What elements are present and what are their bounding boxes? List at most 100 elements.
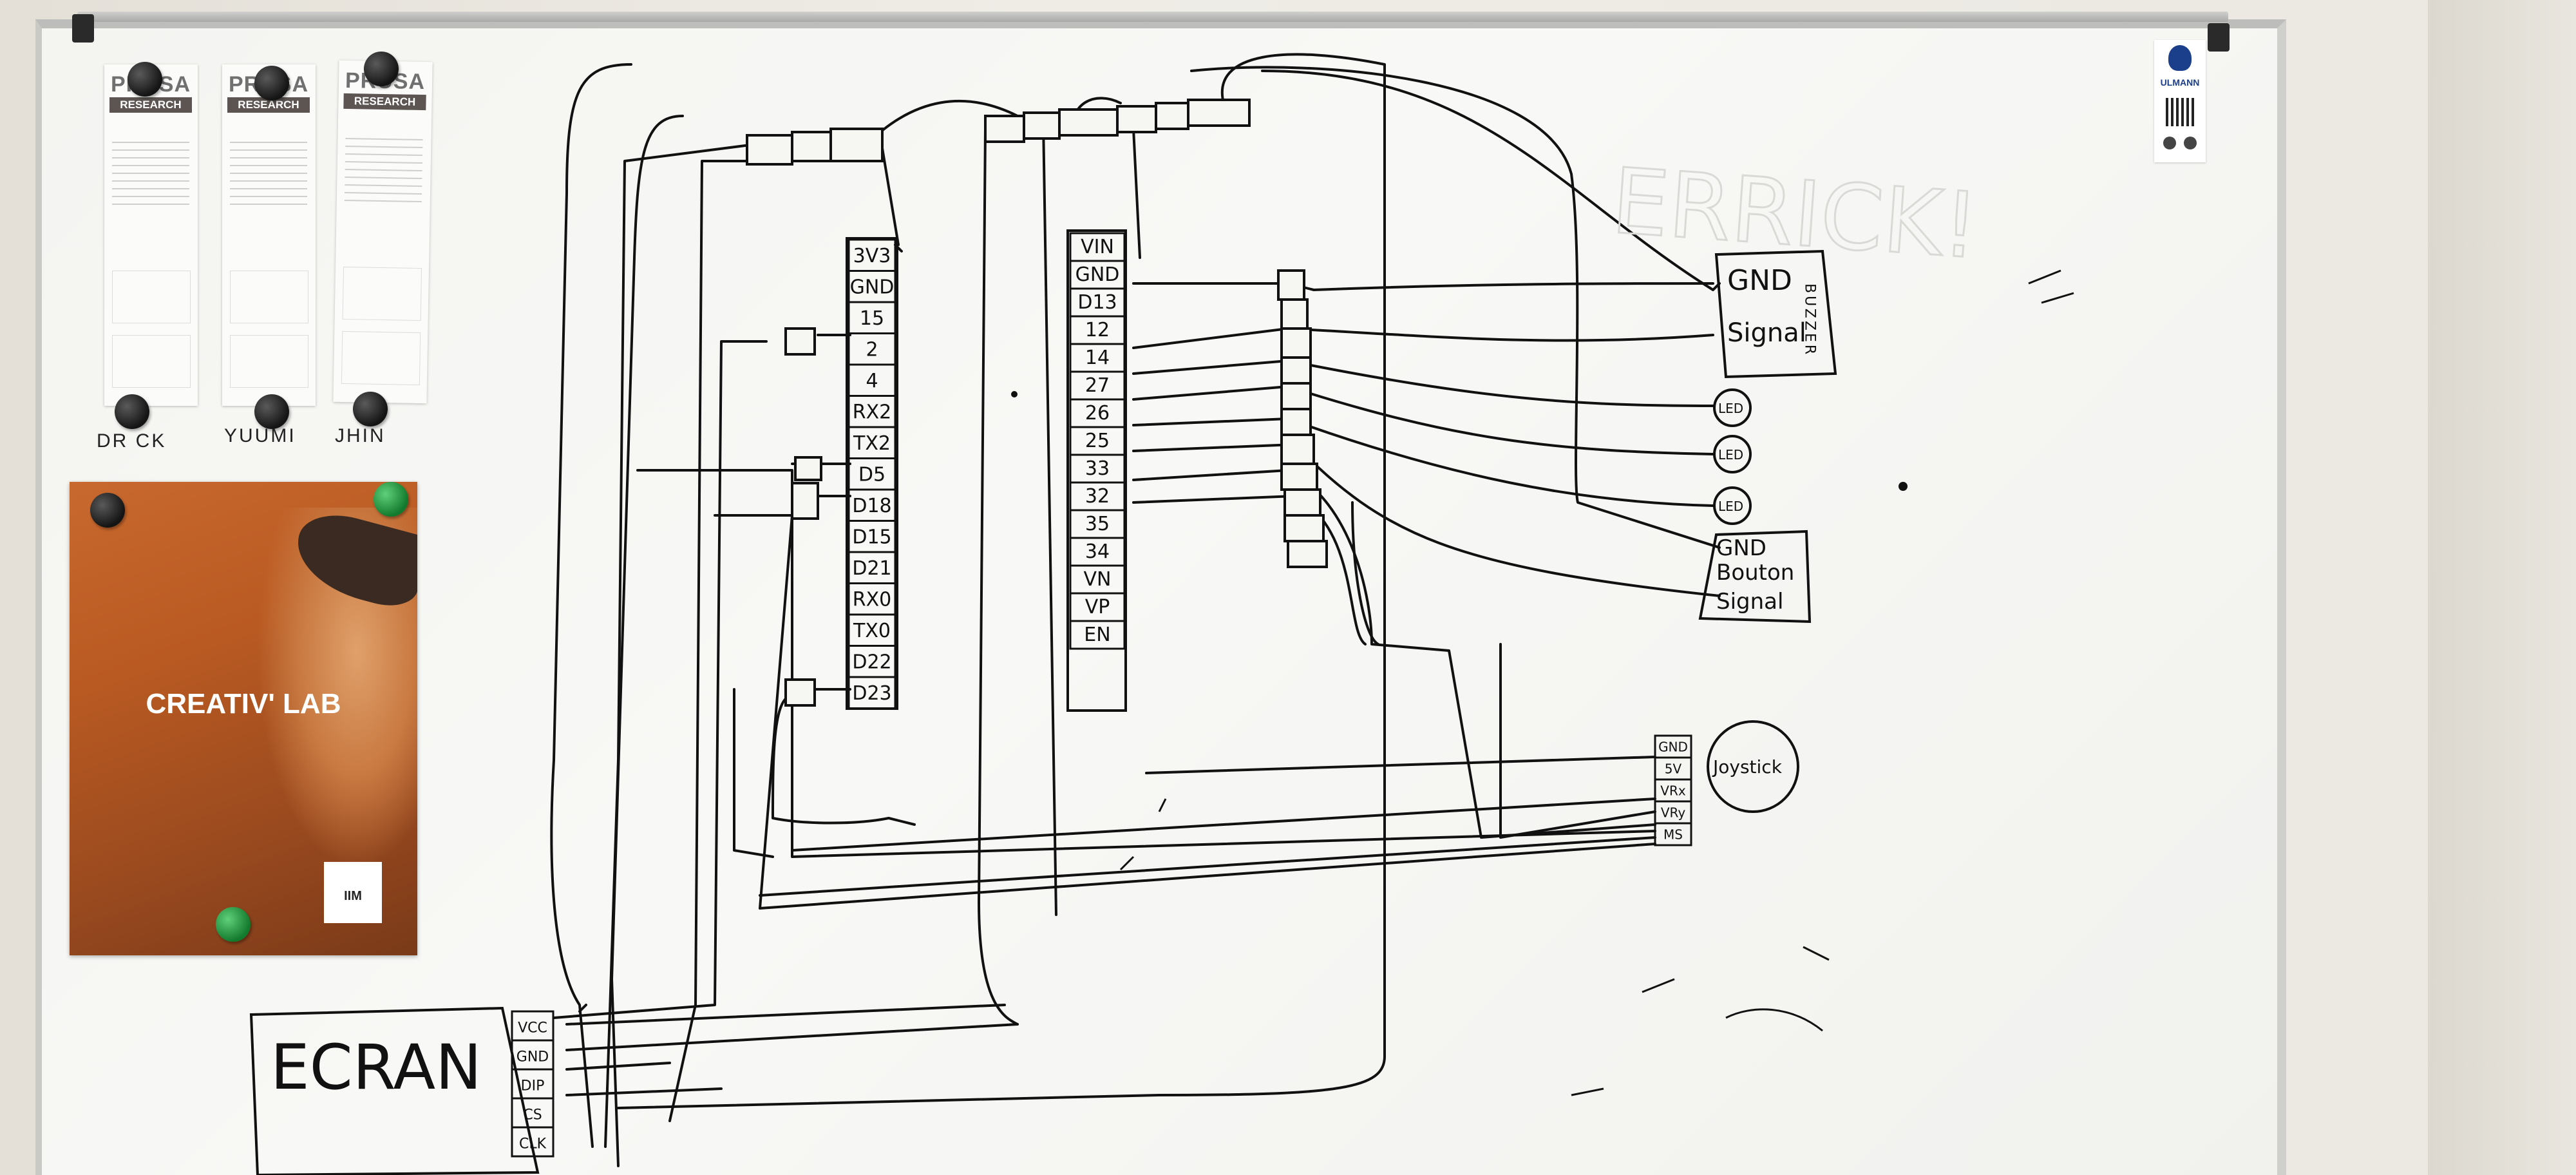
esp32-left-pin-label: D23 xyxy=(852,682,891,705)
receipt-graph xyxy=(112,335,191,388)
esp32-right-pin-label: VIN xyxy=(1081,236,1114,258)
esp32-left-pin-label: D18 xyxy=(852,495,891,517)
esp32-right-pin-label: EN xyxy=(1084,624,1110,646)
esp32-left-pin-cell xyxy=(848,676,896,709)
esp32-right-pin-label: 32 xyxy=(1085,485,1110,508)
esp32-right-pin-label: 35 xyxy=(1085,513,1110,535)
wall-corner xyxy=(2428,0,2576,1175)
ink-dot xyxy=(1011,391,1018,397)
esp32-right-pin-label: 25 xyxy=(1085,430,1110,452)
badge-icon xyxy=(2184,137,2197,149)
esp32-left-pin-label: RX0 xyxy=(853,588,891,611)
esp32-left-pin-label: 3V3 xyxy=(853,245,891,267)
poster-title: CREATIV' LAB xyxy=(146,688,341,720)
screen-label: ECRAN xyxy=(270,1031,482,1103)
magnet xyxy=(254,66,289,100)
magnet xyxy=(364,52,399,86)
magnet xyxy=(90,493,125,528)
screen-pin-label: GND xyxy=(516,1049,549,1065)
joystick-pin-cell xyxy=(1654,822,1692,846)
receipt-lines xyxy=(230,135,307,211)
ulmann-sticker: ULMANN xyxy=(2154,40,2206,162)
esp32-left-pin-label: TX2 xyxy=(853,432,891,455)
qr-code-icon xyxy=(2166,98,2194,126)
led-label: LED xyxy=(1718,499,1743,514)
screen-pin-cell xyxy=(511,1126,554,1158)
esp32-left-pin-label: D22 xyxy=(852,651,891,673)
joystick-pin-label: MS xyxy=(1663,826,1683,842)
led-1: LED xyxy=(1713,388,1752,427)
poster-logo-text: IIM xyxy=(344,889,362,903)
receipt-graph xyxy=(230,271,308,323)
esp32-left-pin-label: D21 xyxy=(852,557,891,580)
esp32-left-pin-label: 2 xyxy=(866,338,878,361)
joystick-module: Joystick xyxy=(1707,720,1799,813)
magnet xyxy=(254,394,289,429)
screen-pin-label: VCC xyxy=(518,1020,547,1036)
esp32-left-pin-label: D5 xyxy=(858,463,886,486)
joystick-pin-label: 5V xyxy=(1665,761,1682,776)
poster-logo: IIM xyxy=(324,862,382,923)
rail-clip-right xyxy=(2208,23,2230,52)
esp32-left-pin-label: D15 xyxy=(852,526,891,548)
buzzer-pin-label: Signal xyxy=(1727,318,1806,348)
receipt-graph xyxy=(230,335,308,388)
screen-pins: VCC GND DIP CS CLK xyxy=(511,1010,554,1158)
esp32-right-pin-label: GND xyxy=(1075,263,1120,286)
whiteboard-top-rail xyxy=(77,12,2228,22)
wires xyxy=(550,53,1721,1167)
joystick-pin-label: VRy xyxy=(1661,805,1685,820)
receipt-2: PRUSARESEARCH xyxy=(222,64,316,406)
connector-blocks xyxy=(746,99,1328,707)
esp32-right-pin-label: 33 xyxy=(1085,457,1110,480)
handwritten-name: JHIN xyxy=(335,425,386,446)
eagle-icon xyxy=(2168,45,2192,71)
buzzer-label: BUZZER xyxy=(1802,283,1818,357)
buzzer-module: GND Signal BUZZER xyxy=(1714,249,1837,379)
badge-icon xyxy=(2163,137,2176,149)
erased-word: ERRICK! xyxy=(1609,149,1982,279)
esp32-right-pin-label: VN xyxy=(1084,568,1112,591)
esp32-right-pin-label: D13 xyxy=(1077,291,1117,314)
magnet xyxy=(128,62,162,97)
button-pin-label: Signal xyxy=(1716,589,1783,615)
receipt-brand-sub: RESEARCH xyxy=(109,97,192,113)
joystick-label: Joystick xyxy=(1712,756,1783,778)
esp32-left-pin-label: 15 xyxy=(860,307,884,330)
joystick-pin-label: GND xyxy=(1658,739,1688,754)
magnet xyxy=(353,392,388,426)
stray-marks xyxy=(1119,269,2074,1096)
esp32-right-header xyxy=(1066,229,1127,712)
led-label: LED xyxy=(1718,447,1743,463)
rail-clip-left xyxy=(72,14,94,43)
esp32-right-pin-label: VP xyxy=(1085,596,1110,618)
esp32-right-pin-cell xyxy=(1069,620,1126,650)
screen-pin-label: CLK xyxy=(519,1136,547,1152)
receipt-brand-sub: RESEARCH xyxy=(227,97,310,113)
button-pin-label: Bouton xyxy=(1716,560,1794,586)
ink-dot xyxy=(1899,482,1908,491)
esp32-right-pin-label: 27 xyxy=(1085,374,1110,397)
screen-pin-label: CS xyxy=(523,1107,542,1123)
handwritten-name: YUUMI xyxy=(224,425,296,446)
esp32-right-pin-label: 26 xyxy=(1085,402,1110,425)
joystick-pin-label: VRx xyxy=(1660,783,1686,798)
magnet-green xyxy=(374,482,408,517)
screen-pin-label: DIP xyxy=(521,1078,545,1094)
receipt-lines xyxy=(112,135,189,211)
esp32-right-pin-label: 34 xyxy=(1085,540,1110,563)
button-pin-label: GND xyxy=(1716,535,1766,561)
handwritten-name: DR CK xyxy=(97,430,167,452)
magnet-green xyxy=(216,907,251,942)
poster: CREATIV' LAB IIM xyxy=(70,482,417,955)
esp32-left-pin-label: RX2 xyxy=(853,401,891,423)
button-module: GND Bouton Signal xyxy=(1698,530,1812,624)
esp32-left-pin-label: TX0 xyxy=(853,620,891,642)
led-3: LED xyxy=(1713,486,1752,525)
magnet xyxy=(115,394,149,429)
buzzer-pin-label: GND xyxy=(1727,264,1792,297)
